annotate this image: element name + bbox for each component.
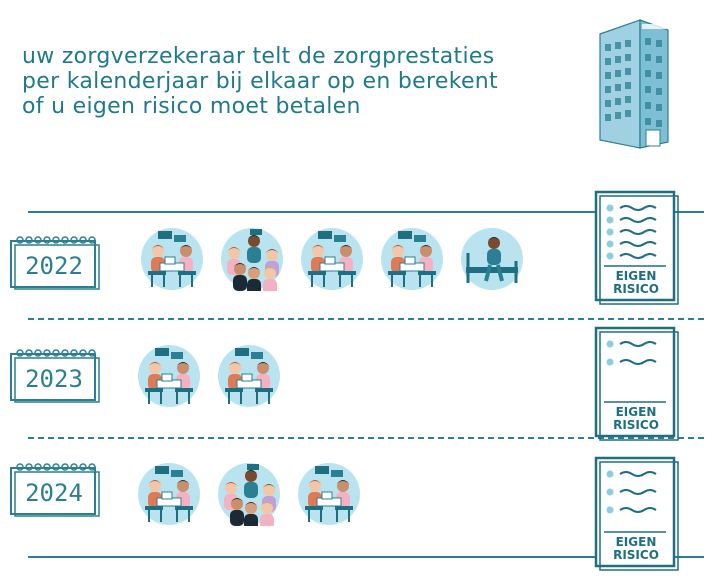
consult-care-icon (138, 463, 200, 525)
calendar-icon (10, 236, 100, 290)
document-label-eigen: EIGEN (615, 405, 657, 419)
consult-care-icon (381, 228, 443, 290)
document-label-risico: RISICO (613, 282, 659, 296)
divider-2023-2024 (28, 437, 704, 439)
group-care-icon (221, 228, 283, 291)
document-label-eigen: EIGEN (615, 269, 657, 283)
consult-care-icon (138, 345, 200, 407)
document-label-risico: RISICO (613, 418, 659, 432)
insurer-building-icon (599, 19, 669, 149)
calendar-2022: 2022 (8, 233, 100, 291)
calendar-icon (10, 349, 100, 403)
headline-line-3: of u eigen risico moet betalen (22, 94, 361, 119)
document-label-eigen: EIGEN (615, 535, 657, 549)
consult-care-icon (301, 228, 363, 290)
eigen-risico-document-icon (594, 456, 679, 571)
headline: uw zorgverzekeraar telt de zorgprestatie… (22, 44, 582, 119)
divider-bottom (28, 556, 704, 558)
document-label-risico: RISICO (613, 548, 659, 562)
calendar-2023: 2023 (8, 346, 100, 404)
calendar-icon (10, 463, 100, 517)
calendar-year: 2022 (25, 252, 83, 280)
divider-top (28, 211, 704, 213)
eigen-risico-document-icon (594, 190, 679, 305)
consult-care-icon (218, 345, 280, 407)
headline-line-1: uw zorgverzekeraar telt de zorgprestatie… (22, 44, 495, 69)
group-care-icon (218, 463, 280, 526)
consult-care-icon (298, 463, 360, 525)
eigen-risico-document-icon (594, 326, 679, 441)
hospital-care-icon (461, 228, 523, 290)
calendar-2024: 2024 (8, 460, 100, 518)
calendar-year: 2024 (25, 479, 83, 507)
calendar-year: 2023 (25, 365, 83, 393)
consult-care-icon (141, 228, 203, 290)
divider-2022-2023 (28, 318, 704, 320)
headline-line-2: per kalenderjaar bij elkaar op en bereke… (22, 69, 498, 94)
